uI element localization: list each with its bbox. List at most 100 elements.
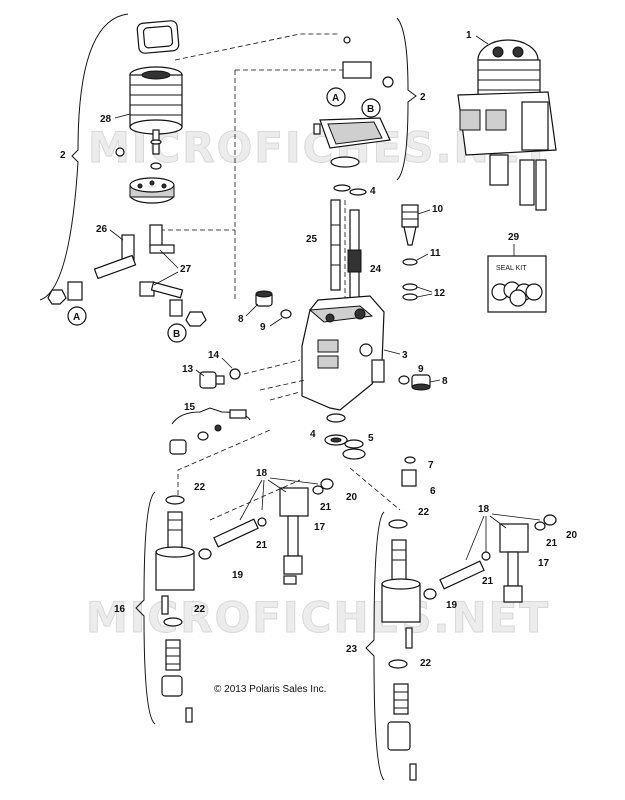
part-19-sensor-right [423, 560, 485, 600]
callout-3: 3 [402, 350, 408, 361]
washer-hole [330, 437, 342, 443]
part-21-oring [312, 485, 324, 495]
joystick-base [115, 129, 175, 204]
callout-26: 26 [96, 224, 108, 235]
group-2-left-brace [39, 13, 129, 301]
group-23-brace [365, 511, 385, 781]
ref-label-a-top: A [332, 93, 339, 104]
part-20-nut [543, 514, 557, 526]
seal-kit-number: 29 [508, 232, 520, 243]
callout-10: 10 [432, 204, 444, 215]
leader-line [417, 209, 431, 215]
leader-line [114, 113, 131, 119]
part-7-oring [404, 456, 416, 464]
callout-9-right: 9 [418, 364, 424, 375]
part-22-oring [388, 659, 408, 669]
part-1-valve-assembly [457, 39, 557, 211]
leader-line [153, 271, 179, 286]
leader-line [269, 317, 283, 327]
ref-label-b-top: B [367, 104, 374, 115]
part-14-oring [229, 368, 241, 380]
seal-kit-rings [491, 281, 543, 307]
callout-27: 27 [180, 264, 192, 275]
callout-1: 1 [466, 30, 472, 41]
guide-line [243, 359, 301, 375]
group-16-brace [135, 491, 156, 725]
callout-22-a: 22 [194, 482, 206, 493]
leader-line [475, 35, 489, 45]
part-8-plug-right [411, 374, 431, 391]
part-21-oring [257, 517, 267, 527]
leader-line [383, 349, 401, 355]
guide-line [177, 429, 271, 495]
ref-circle-b-top [361, 98, 381, 118]
callout-17-a: 17 [314, 522, 326, 533]
callout-20-a: 20 [346, 492, 358, 503]
callout-9-left: 9 [260, 322, 266, 333]
seal-kit-label: SEAL KIT [496, 265, 527, 272]
part-25-spool [330, 199, 341, 291]
part-28-boot [129, 20, 183, 135]
leader-line [269, 477, 319, 485]
part-16-cartridge [155, 511, 195, 615]
callout-21-c: 21 [546, 538, 558, 549]
part-13-plug [199, 371, 225, 389]
callout-12: 12 [434, 288, 446, 299]
copyright-notice: © 2013 Polaris Sales Inc. [214, 684, 326, 695]
callout-25: 25 [306, 234, 318, 245]
part-17-coil-right [499, 523, 529, 603]
callout-21-b: 21 [256, 540, 268, 551]
callout-5: 5 [368, 433, 374, 444]
part-9-oring-right [398, 375, 410, 385]
callout-13: 13 [182, 364, 194, 375]
part-15-relief-valve [169, 409, 247, 455]
callout-19-a: 19 [232, 570, 244, 581]
part-8-plug-left [255, 290, 273, 307]
part-19-sensor [198, 518, 259, 560]
part-22-oring [165, 495, 185, 505]
part-10-valve [401, 204, 419, 246]
callout-2-right: 2 [420, 92, 426, 103]
part-4-oring [349, 188, 367, 196]
part-12-oring [402, 283, 418, 291]
callout-22-b: 22 [194, 604, 206, 615]
part-27-fitting [47, 281, 207, 327]
callout-11: 11 [430, 248, 441, 259]
callout-18-b: 18 [478, 504, 490, 515]
callout-22-d: 22 [420, 658, 432, 669]
group-2-right-brace [396, 17, 417, 181]
leader-line [416, 286, 433, 293]
callout-16: 16 [114, 604, 126, 615]
callout-8-right: 8 [442, 376, 448, 387]
callout-8-left: 8 [238, 314, 244, 325]
guide-line [174, 33, 340, 61]
leader-line [245, 303, 259, 317]
callout-21-d: 21 [482, 576, 494, 587]
callout-17-b: 17 [538, 558, 550, 569]
part-5-oring [344, 439, 364, 449]
part-5-washer [342, 448, 366, 460]
leader-line [267, 479, 287, 493]
part-9-oring-left [280, 309, 292, 319]
leader-line [239, 479, 263, 521]
part-21-oring [481, 551, 491, 561]
ref-label-a: A [73, 312, 80, 323]
callout-19-b: 19 [446, 600, 458, 611]
callout-15: 15 [184, 402, 196, 413]
leader-line [261, 479, 265, 511]
guide-line [259, 379, 306, 391]
part-3-valve-body [301, 295, 385, 411]
callout-21-a: 21 [320, 502, 332, 513]
leader-line [159, 249, 179, 269]
callout-20-b: 20 [566, 530, 578, 541]
leader-line [195, 369, 205, 377]
callout-22-c: 22 [418, 507, 430, 518]
joystick-hardware [313, 36, 394, 168]
leader-line [416, 253, 429, 261]
part-24-spool [347, 209, 362, 299]
part-4-oring [333, 184, 351, 192]
callout-28: 28 [100, 114, 112, 125]
callout-14: 14 [208, 350, 220, 361]
callout-4-top: 4 [370, 186, 376, 197]
